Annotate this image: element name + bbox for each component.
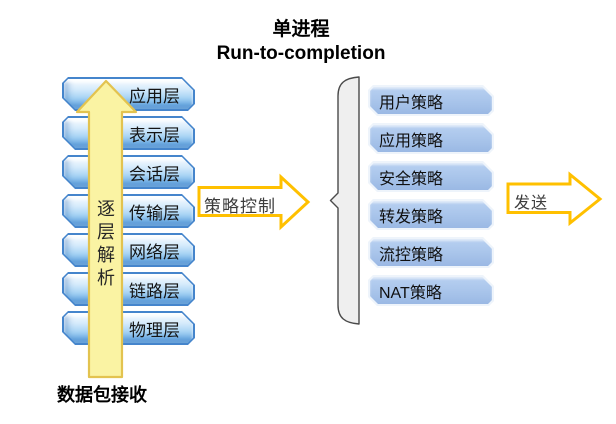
brace-shape [329,76,360,325]
policy-box-label: 转发策略 [379,208,444,226]
osi-layer-box-network: 网络层 [62,233,195,267]
title-line-cn: 单进程 [272,19,330,40]
packet-receive-label: 数据包接收 [57,385,147,405]
osi-layer-box-transport: 传输层 [62,194,195,228]
policy-box-forward: 转发策略 [368,199,494,230]
policy-box-label: 安全策略 [379,170,444,188]
policy-control-arrow-label: 策略控制 [204,197,276,216]
osi-layer-label: 物理层 [129,320,180,340]
title-line-en: Run-to-completion [216,43,386,64]
up-arrow-label: 逐层解析 [97,199,115,288]
policy-box-flowctl: 流控策略 [368,237,494,268]
policy-box-label: NAT策略 [379,284,442,302]
policy-box-nat: NAT策略 [368,275,494,306]
policy-box-label: 应用策略 [379,132,444,150]
osi-layer-label: 网络层 [129,242,180,262]
policy-box-label: 用户策略 [379,94,444,112]
diagram-title: 单进程 Run-to-completion [146,18,456,66]
osi-layer-label: 会话层 [129,164,180,184]
osi-layer-box-application: 应用层 [62,77,195,111]
policy-box-user: 用户策略 [368,85,494,116]
osi-layer-label: 应用层 [129,86,180,106]
policy-box-security: 安全策略 [368,161,494,192]
osi-layer-box-physical: 物理层 [62,311,195,345]
policy-box-app: 应用策略 [368,123,494,154]
osi-layer-box-presentation: 表示层 [62,116,195,150]
osi-layer-label: 链路层 [129,281,180,301]
send-arrow-label: 发送 [514,195,549,212]
osi-layer-label: 表示层 [129,125,180,145]
osi-layer-box-session: 会话层 [62,155,195,189]
osi-layer-label: 传输层 [129,203,180,223]
policy-box-label: 流控策略 [379,246,444,264]
osi-layer-box-link: 链路层 [62,272,195,306]
